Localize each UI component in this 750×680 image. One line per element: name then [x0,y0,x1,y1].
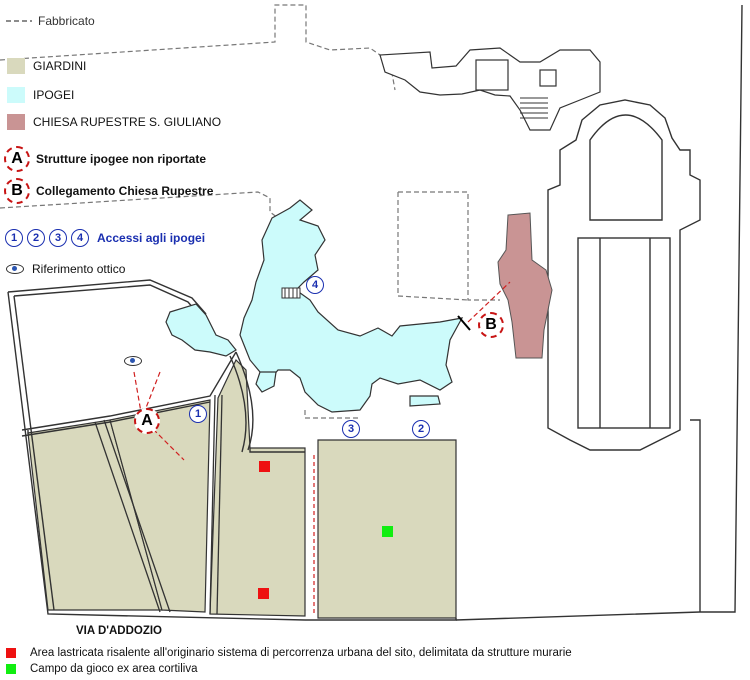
paved-area-marker [259,461,270,472]
access-number-legend: 4 [71,229,89,247]
legend-giardini: GIARDINI [7,58,86,74]
street-label: VIA D'ADDOZIO [76,625,163,637]
access-number-legend: 1 [5,229,23,247]
legend-ipogei: IPOGEI [7,87,74,103]
legend-riferimento-label: Riferimento ottico [32,262,126,276]
access-marker-2: 2 [412,420,430,438]
footnote-playground-text: Campo da gioco ex area cortiliva [30,663,198,675]
marker-a-legend: A [4,146,30,172]
paved-area-marker [258,588,269,599]
access-number-legend: 3 [49,229,67,247]
legend-collegamento: B Collegamento Chiesa Rupestre [4,178,213,204]
access-marker-1: 1 [189,405,207,423]
access-marker-4: 4 [306,276,324,294]
marker-b: B [478,312,504,338]
site-boundary [7,4,743,621]
legend-accessi-label: Accessi agli ipogei [97,231,206,245]
legend-giardini-label: GIARDINI [33,59,87,73]
access-marker-3: 3 [342,420,360,438]
marker-b-legend: B [4,178,30,204]
legend-collegamento-label: Collegamento Chiesa Rupestre [36,184,214,198]
legend-fabbricato-label: Fabbricato [38,14,95,28]
ipogei-areas [165,199,464,413]
footnote-playground: Campo da gioco ex area cortiliva [6,663,197,675]
legend-riferimento: Riferimento ottico [6,262,125,276]
dashed-line-icon [6,20,32,22]
legend-ipogei-label: IPOGEI [33,88,75,102]
playground-marker [382,526,393,537]
eye-icon [124,356,142,366]
access-number-legend: 2 [27,229,45,247]
north-buildings [379,47,601,131]
red-square-icon [6,648,16,658]
giardini-swatch [7,58,25,74]
eye-icon [6,264,24,274]
legend-accessi: 1 2 3 4 Accessi agli ipogei [5,229,205,247]
legend-chiesa: CHIESA RUPESTRE S. GIULIANO [7,114,221,130]
chiesa-swatch [7,114,25,130]
green-square-icon [6,664,16,674]
ipogei-swatch [7,87,25,103]
legend-chiesa-label: CHIESA RUPESTRE S. GIULIANO [33,115,222,129]
legend-strutture: A Strutture ipogee non riportate [4,146,206,172]
fabbricato-outlines [0,4,500,419]
legend-fabbricato: Fabbricato [6,14,95,28]
chiesa-rupestre-area [497,212,553,359]
legend-strutture-label: Strutture ipogee non riportate [36,152,207,166]
footnote-paved-area-text: Area lastricata risalente all'originario… [30,647,572,659]
footnote-paved-area: Area lastricata risalente all'originario… [6,647,572,659]
marker-a: A [134,408,160,434]
giardini-areas [27,358,457,619]
church-outline [547,99,701,451]
